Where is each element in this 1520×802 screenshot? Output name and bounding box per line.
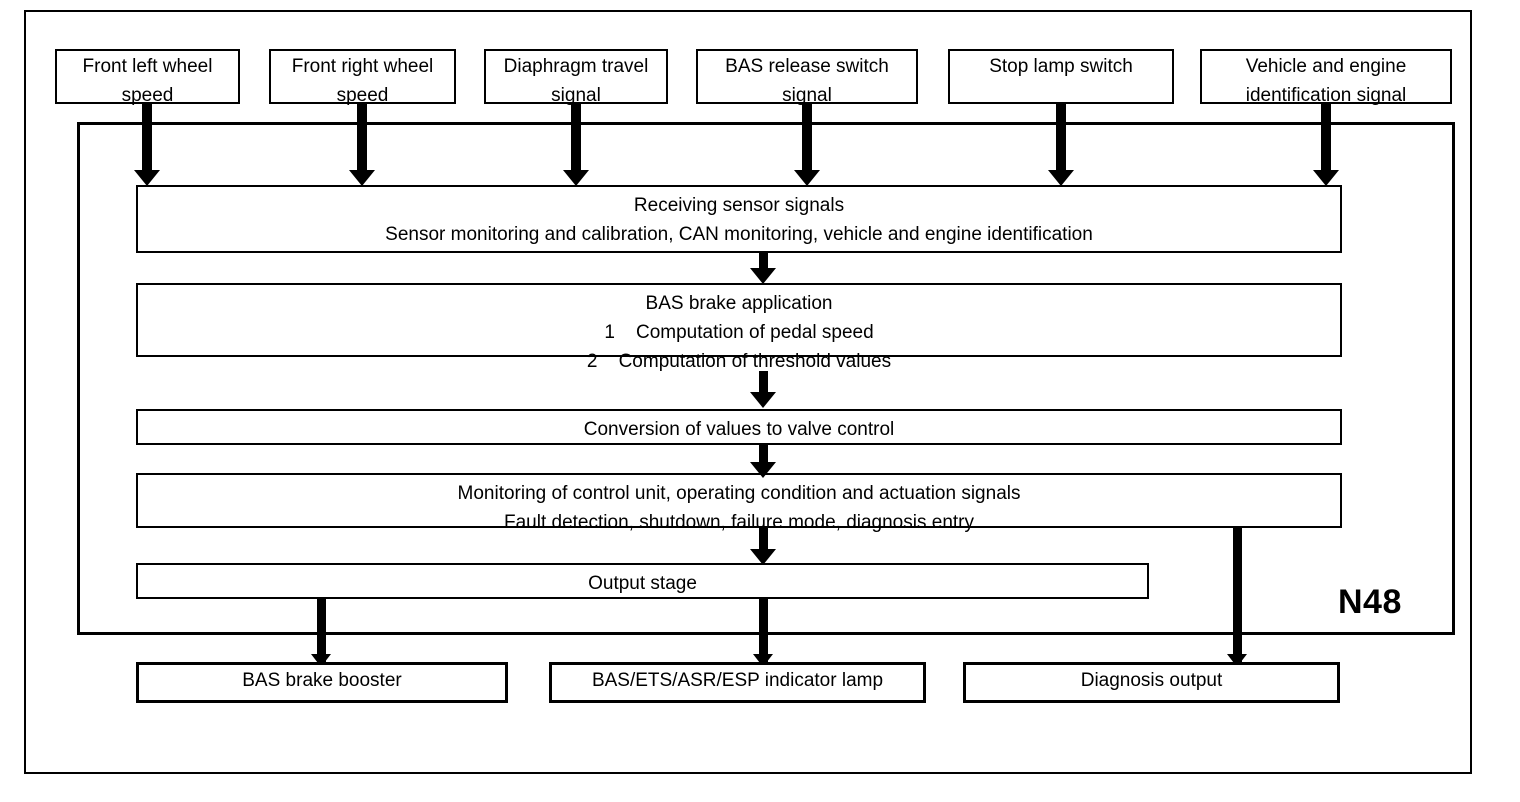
arrowhead-input-6 [1313, 170, 1339, 186]
stage-output-stage: Output stage [136, 563, 1149, 599]
stage-line-1: Output stage [588, 573, 697, 594]
connector-stage-4-to-5 [759, 528, 768, 554]
arrowhead-stage-3 [750, 392, 776, 408]
arrowhead-stage-5 [750, 549, 776, 565]
stage-line-1: Receiving sensor signals [633, 195, 845, 216]
output-label: BAS brake booster [242, 670, 402, 691]
input-box-front-right-wheel-speed: Front right wheel speed [269, 49, 456, 106]
connector-stage-1-to-2 [759, 253, 768, 275]
input-label-line-2: speed [336, 85, 389, 106]
input-label-line-2: speed [121, 85, 174, 106]
ecu-label-n48: N48 [1338, 583, 1402, 621]
stage-line-2: Sensor monitoring and calibration, CAN m… [385, 224, 1093, 245]
connector-input-5 [1056, 104, 1066, 174]
connector-input-6 [1321, 104, 1331, 174]
arrowhead-input-1 [134, 170, 160, 186]
stage-line-3: 2 Computation of threshold values [586, 351, 892, 372]
arrowhead-input-2 [349, 170, 375, 186]
stage-line-1: Conversion of values to valve control [583, 419, 895, 440]
output-box-diagnosis-output: Diagnosis output [963, 662, 1340, 703]
input-label-line-2: signal [551, 85, 601, 106]
connector-output-indicator-lamp [759, 599, 768, 663]
connector-input-3 [571, 104, 581, 174]
stage-line-2: Fault detection, shutdown, failure mode,… [504, 512, 974, 533]
input-label-line-1: Front left wheel [82, 56, 213, 77]
connector-stage-2-to-3 [759, 371, 768, 397]
output-label: Diagnosis output [1080, 670, 1223, 691]
input-label-line-1: Stop lamp switch [989, 56, 1133, 77]
stage-line-2: 1 Computation of pedal speed [604, 322, 874, 343]
input-box-diaphragm-travel-signal: Diaphragm travel signal [484, 49, 668, 106]
stage-monitoring-of-control-unit: Monitoring of control unit, operating co… [136, 473, 1342, 533]
input-label-line-1: BAS release switch [725, 56, 889, 77]
input-label-line-2: identification signal [1245, 85, 1407, 106]
arrowhead-input-4 [794, 170, 820, 186]
input-label-line-1: Front right wheel [291, 56, 434, 77]
arrowhead-input-5 [1048, 170, 1074, 186]
input-label-line-1: Diaphragm travel [503, 56, 649, 77]
input-label-line-2: signal [782, 85, 832, 106]
arrowhead-input-3 [563, 170, 589, 186]
connector-input-2 [357, 104, 367, 174]
arrowhead-stage-2 [750, 268, 776, 284]
connector-output-bas-brake-booster [317, 599, 326, 663]
stage-receiving-sensor-signals: Receiving sensor signals Sensor monitori… [136, 185, 1342, 253]
stage-line-1: BAS brake application [645, 293, 833, 314]
connector-input-4 [802, 104, 812, 174]
input-label-line-1: Vehicle and engine [1245, 56, 1407, 77]
output-box-indicator-lamp: BAS/ETS/ASR/ESP indicator lamp [549, 662, 926, 703]
outer-frame [24, 10, 1472, 774]
input-box-vehicle-engine-identification-signal: Vehicle and engine identification signal [1200, 49, 1452, 106]
input-box-stop-lamp-switch: Stop lamp switch [948, 49, 1174, 104]
input-box-front-left-wheel-speed: Front left wheel speed [55, 49, 240, 106]
output-label: BAS/ETS/ASR/ESP indicator lamp [591, 670, 884, 691]
stage-bas-brake-application: BAS brake application 1 Computation of p… [136, 283, 1342, 372]
input-box-bas-release-switch-signal: BAS release switch signal [696, 49, 918, 106]
stage-conversion-of-values-to-valve-control: Conversion of values to valve control [136, 409, 1342, 445]
output-box-bas-brake-booster: BAS brake booster [136, 662, 508, 703]
connector-input-1 [142, 104, 152, 174]
stage-line-1: Monitoring of control unit, operating co… [457, 483, 1021, 504]
connector-stage-3-to-4 [759, 445, 768, 469]
connector-output-diagnosis [1233, 528, 1242, 663]
